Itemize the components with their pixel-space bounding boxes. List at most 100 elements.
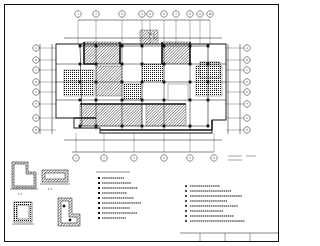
svg-text:F: F bbox=[246, 103, 248, 106]
svg-text:6: 6 bbox=[213, 157, 215, 160]
axis-bubble-right-B: B bbox=[243, 56, 251, 64]
axis-bubble-top-5: 5 bbox=[146, 10, 154, 18]
axis-bubble-right-A: A bbox=[243, 44, 251, 52]
column bbox=[94, 80, 98, 84]
svg-text:A: A bbox=[246, 47, 248, 50]
column bbox=[206, 80, 210, 84]
column bbox=[120, 44, 124, 48]
svg-text:3: 3 bbox=[121, 13, 123, 16]
svg-text:H: H bbox=[246, 129, 248, 132]
section-detail-1 bbox=[10, 161, 38, 190]
svg-text:4: 4 bbox=[163, 157, 165, 160]
section-detail-4 bbox=[57, 197, 81, 227]
column bbox=[140, 124, 144, 128]
svg-text:2: 2 bbox=[95, 13, 97, 16]
column bbox=[120, 80, 124, 84]
axis-bubble-top-2: 2 bbox=[92, 10, 100, 18]
column bbox=[188, 44, 192, 48]
axis-bubble-left-F: F bbox=[32, 100, 40, 108]
column bbox=[162, 98, 166, 102]
axis-bubble-left-B: B bbox=[32, 56, 40, 64]
axis-bubble-top-8: 8 bbox=[186, 10, 194, 18]
svg-text:D: D bbox=[35, 81, 37, 84]
svg-text:G: G bbox=[246, 117, 248, 120]
svg-text:5: 5 bbox=[149, 13, 151, 16]
column bbox=[206, 44, 210, 48]
svg-text:C: C bbox=[35, 69, 37, 72]
column bbox=[78, 80, 82, 84]
column bbox=[162, 62, 166, 66]
axis-bubble-top-10: 10 bbox=[206, 10, 214, 18]
svg-text:5: 5 bbox=[189, 157, 191, 160]
column bbox=[140, 44, 144, 48]
column bbox=[94, 124, 98, 128]
column bbox=[94, 98, 98, 102]
column bbox=[94, 62, 98, 66]
general-notes bbox=[96, 171, 141, 219]
legend-notes bbox=[185, 185, 245, 222]
axis-bubble-top-3: 3 bbox=[118, 10, 126, 18]
column bbox=[188, 124, 192, 128]
axis-bubble-bottom-4: 4 bbox=[160, 154, 168, 162]
axis-bubble-top-9: 9 bbox=[196, 10, 204, 18]
axis-bubble-right-H: H bbox=[243, 126, 251, 134]
svg-text:D: D bbox=[246, 81, 248, 84]
svg-text:6: 6 bbox=[163, 13, 165, 16]
columns bbox=[78, 44, 210, 128]
svg-text:9: 9 bbox=[199, 13, 201, 16]
column bbox=[162, 80, 166, 84]
axis-bubble-left-A: A bbox=[32, 44, 40, 52]
axis-bubble-left-H: H bbox=[32, 126, 40, 134]
column bbox=[78, 124, 82, 128]
column bbox=[206, 98, 210, 102]
svg-text:1: 1 bbox=[75, 157, 77, 160]
column bbox=[206, 124, 210, 128]
svg-text:1: 1 bbox=[77, 13, 79, 16]
column bbox=[120, 98, 124, 102]
svg-text:F: F bbox=[35, 103, 37, 106]
axis-bubble-bottom-1: 1 bbox=[72, 154, 80, 162]
column bbox=[162, 44, 166, 48]
left-axis-grid: A B C D E F G H bbox=[32, 44, 56, 134]
axis-bubble-right-F: F bbox=[243, 100, 251, 108]
column bbox=[78, 98, 82, 102]
title-block bbox=[180, 232, 278, 241]
section-detail-2 bbox=[40, 169, 70, 185]
svg-text:B: B bbox=[246, 59, 248, 62]
column bbox=[78, 44, 82, 48]
column bbox=[140, 80, 144, 84]
axis-bubble-left-G: G bbox=[32, 114, 40, 122]
bottom-axis-grid: 1 2 3 4 5 6 bbox=[64, 133, 222, 162]
svg-text:3: 3 bbox=[133, 157, 135, 160]
axis-bubble-right-C: C bbox=[243, 66, 251, 74]
axis-bubble-right-E: E bbox=[243, 88, 251, 96]
column bbox=[140, 98, 144, 102]
top-marks bbox=[147, 31, 157, 41]
svg-text:T1: T1 bbox=[214, 88, 217, 91]
beam-lines bbox=[74, 42, 213, 131]
svg-text:E: E bbox=[35, 91, 37, 94]
column bbox=[94, 44, 98, 48]
svg-text:G: G bbox=[35, 117, 37, 120]
axis-bubble-bottom-5: 5 bbox=[186, 154, 194, 162]
svg-text:E: E bbox=[246, 91, 248, 94]
section-title-1: 1-1 bbox=[18, 193, 23, 196]
column bbox=[78, 62, 82, 66]
column bbox=[120, 62, 124, 66]
axis-bubble-left-D: D bbox=[32, 78, 40, 86]
axis-bubble-bottom-3: 3 bbox=[130, 154, 138, 162]
axis-bubble-top-7: 7 bbox=[172, 10, 180, 18]
svg-text:10: 10 bbox=[209, 13, 212, 16]
svg-text:B: B bbox=[35, 59, 37, 62]
axis-bubble-left-E: E bbox=[32, 88, 40, 96]
column bbox=[162, 124, 166, 128]
axis-bubble-bottom-2: 2 bbox=[100, 154, 108, 162]
axis-bubble-right-D: D bbox=[243, 78, 251, 86]
column bbox=[120, 124, 124, 128]
column bbox=[140, 62, 144, 66]
section-title-2: 2-2 bbox=[48, 188, 53, 191]
elevation-marks bbox=[228, 155, 256, 161]
svg-text:4: 4 bbox=[141, 13, 143, 16]
axis-bubble-top-6: 6 bbox=[160, 10, 168, 18]
